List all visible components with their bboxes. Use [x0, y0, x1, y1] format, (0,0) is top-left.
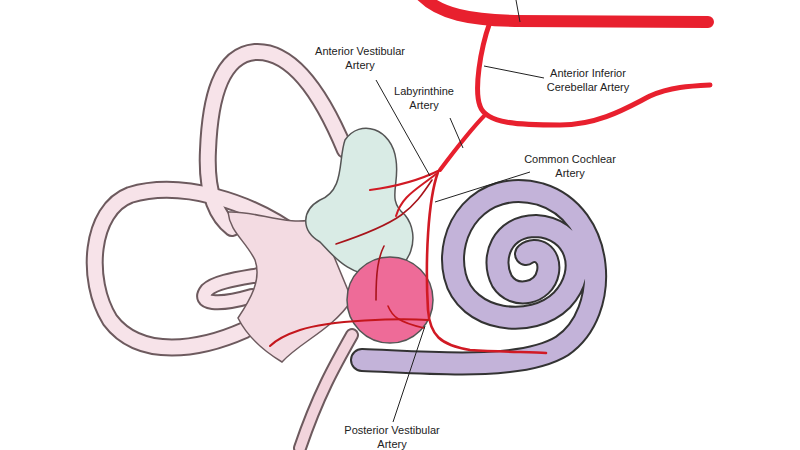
part-label: Anterior Inferior Cerebellar Artery	[536, 66, 641, 94]
cochlea	[362, 191, 595, 364]
arteries	[270, 0, 710, 353]
endolymphatic-duct	[300, 335, 352, 448]
utricle	[306, 128, 413, 275]
saccule	[347, 257, 433, 343]
part-label: Labyrinthine Artery	[386, 84, 462, 112]
part-label: Common Cochlear Artery	[520, 152, 620, 180]
part-label: Posterior Vestibular Artery	[336, 423, 448, 450]
part-label: Anterior Vestibular Artery	[308, 44, 413, 72]
leader-lines	[376, 0, 544, 422]
